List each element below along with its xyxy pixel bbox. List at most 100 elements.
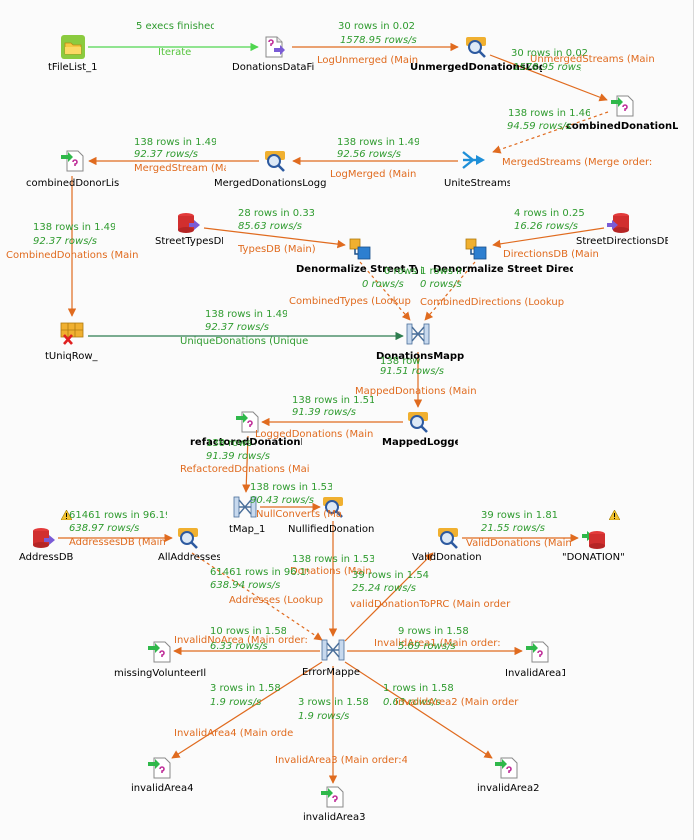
- invalidarea4-rows: 3 rows in 1.58: [210, 683, 281, 694]
- link-invalidarea2[interactable]: [344, 661, 493, 759]
- iterate-stats: 5 execs finished: [136, 21, 214, 32]
- invalidarea4-component[interactable]: [148, 756, 172, 780]
- donationsmapper-component[interactable]: [406, 322, 430, 346]
- unitestreams-name: UniteStreams: [444, 178, 510, 189]
- invalidarea3-component[interactable]: [321, 785, 345, 809]
- combineddonations-label: CombinedDonations (Main: [6, 250, 139, 261]
- denormalize-icon: [465, 238, 487, 260]
- invalidarea3-label: InvalidArea3 (Main order:4: [275, 755, 407, 766]
- invalidnoarea-rate: 6.33 rows/s: [210, 641, 268, 652]
- streettypesdb-component[interactable]: [177, 211, 201, 235]
- database-input-icon: [607, 213, 629, 233]
- donationdb-component[interactable]: [582, 526, 606, 550]
- missingvolunteer-component[interactable]: [148, 640, 172, 664]
- link-combineddirections[interactable]: [424, 261, 476, 321]
- mergedstream-rate: 92.37 rows/s: [134, 149, 199, 160]
- link-directionsdb[interactable]: [492, 227, 605, 249]
- tuniqrow-component[interactable]: [60, 322, 84, 346]
- mergedstream-label: MergedStream (Main: [134, 163, 226, 174]
- log-magnifier-icon: [178, 528, 198, 549]
- tmap-icon: [233, 496, 257, 518]
- combineddonations-rows: 138 rows in 1.49: [33, 222, 115, 233]
- invalidarea3-rate: 1.9 rows/s: [298, 711, 350, 722]
- validtoprc-rate: 25.24 rows/s: [352, 583, 417, 594]
- file-input-icon: [265, 36, 285, 58]
- invalidarea2-component[interactable]: [495, 756, 519, 780]
- link-mergedstreams[interactable]: [492, 111, 609, 154]
- nullifiedlogger-component[interactable]: [321, 495, 345, 519]
- tfilelist-component[interactable]: [61, 35, 85, 59]
- warning-icon[interactable]: [609, 510, 620, 520]
- denormtype-name: Denormalize Street Type: [296, 264, 418, 275]
- typesdb-rate: 85.63 rows/s: [238, 221, 303, 232]
- unmergedstreams-label: UnmergedStreams (Main: [530, 54, 655, 65]
- database-input-icon: [178, 213, 200, 233]
- uniquedonations-rows: 138 rows in 1.49: [205, 309, 287, 320]
- nullconverts-rate: 90.43 rows/s: [250, 495, 315, 506]
- addressesdb-label: AddressesDB (Main: [69, 537, 166, 548]
- refactoreddonations-label: RefactoredDonations (Mai: [180, 464, 310, 475]
- invalidarea2-name: invalidArea2: [477, 783, 539, 794]
- unmergedstreams-rows: 30 rows in 0.02: [511, 48, 589, 59]
- streetdirdb-component[interactable]: [606, 211, 630, 235]
- database-output-icon: [582, 531, 605, 549]
- typesdb-label: TypesDB (Main): [238, 244, 316, 255]
- addresses-label: Addresses (Lookup: [229, 595, 324, 606]
- tuniqrow-name: tUniqRow_: [45, 351, 98, 362]
- refactoredlist-component[interactable]: [236, 410, 260, 434]
- link-addresses[interactable]: [191, 552, 323, 641]
- denormtype-component[interactable]: [348, 237, 372, 261]
- logmerged-rate: 92.56 rows/s: [337, 149, 402, 160]
- file-output-icon: [148, 757, 171, 779]
- directionsdb-rate: 16.26 rows/s: [514, 221, 579, 232]
- unmergedlogger-component[interactable]: [464, 35, 488, 59]
- mergedstreams-rows: 138 rows in 1.46: [508, 108, 590, 119]
- mappeddonations-rows: 138 rows in 1.5: [380, 356, 420, 367]
- errormapper-component[interactable]: [321, 638, 345, 662]
- link-typesdb[interactable]: [203, 227, 346, 249]
- combineddirections-rows: 1 rows in 1.5: [420, 266, 462, 277]
- validtoprc-rows: 39 rows in 1.54: [352, 570, 430, 581]
- link-validtoprc[interactable]: [344, 552, 434, 642]
- link-invalidarea4[interactable]: [171, 661, 323, 759]
- warning-icon[interactable]: [61, 510, 72, 520]
- uniquedonations-label: UniqueDonations (Unique: [180, 336, 309, 347]
- directionsdb-label: DirectionsDB (Main: [503, 249, 599, 260]
- invalidarea1-component[interactable]: [526, 640, 550, 664]
- nullconverts-label: NullConverts (Mai: [256, 509, 342, 520]
- addresses-rate: 638.94 rows/s: [210, 580, 281, 591]
- donationsmapper-name: DonationsMappe: [376, 351, 464, 362]
- missingvolunteer-name: missingVolunteerIl: [114, 668, 207, 679]
- validdonation-component[interactable]: [436, 526, 460, 550]
- denormdir-component[interactable]: [464, 237, 488, 261]
- tmap1-component[interactable]: [233, 495, 257, 519]
- invalidarea3-rows: 3 rows in 1.58: [298, 697, 369, 708]
- donationsdatafile-component[interactable]: [262, 35, 286, 59]
- validdonations-rows: 39 rows in 1.81: [481, 510, 559, 521]
- logmerged-label: LogMerged (Main: [330, 169, 417, 180]
- mergedlogger-component[interactable]: [263, 149, 287, 173]
- link-combinedtypes[interactable]: [359, 261, 411, 321]
- unitestreams-component[interactable]: [462, 148, 486, 172]
- mappedlogger-component[interactable]: [406, 410, 430, 434]
- loggeddonations-rows: 138 rows in 1.51: [292, 395, 374, 406]
- mappedlogger-name: MappedLogge: [382, 437, 458, 448]
- invalidarea2-rows: 1 rows in 1.58: [383, 683, 454, 694]
- combinedlist-component[interactable]: [611, 94, 635, 118]
- link-unmergedstreams[interactable]: [489, 54, 608, 102]
- invalidarea1-rate: 5.69 rows/s: [398, 641, 456, 652]
- validtoprc-label: validDonationToPRC (Main order: [350, 599, 511, 610]
- streettypesdb-name: StreetTypesDB: [155, 236, 223, 247]
- streetdirdb-name: StreetDirectionsDB: [576, 236, 668, 247]
- tfilelist-name: tFileList_1: [48, 62, 98, 73]
- mergedstreams-rate: 94.59 rows/s: [507, 121, 572, 132]
- invalidnoarea-label: InvalidNoArea (Main order:: [174, 635, 308, 646]
- addressdb-component[interactable]: [32, 526, 56, 550]
- link-refactoreddonations[interactable]: [242, 435, 251, 493]
- alladdresses-component[interactable]: [176, 526, 200, 550]
- invalidarea1-name: InvalidArea1: [505, 668, 565, 679]
- combineddonorlist-component[interactable]: [61, 149, 85, 173]
- uniquedonations-rate: 92.37 rows/s: [205, 322, 270, 333]
